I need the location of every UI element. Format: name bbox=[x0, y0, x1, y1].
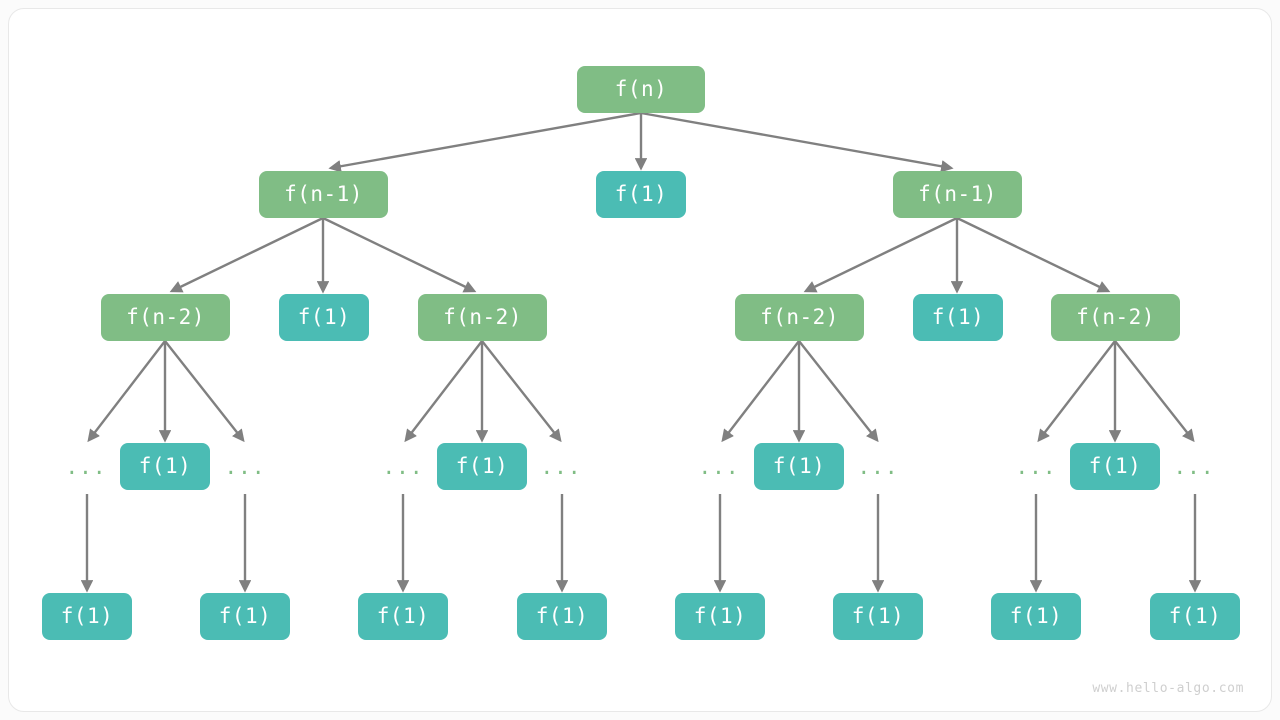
edge-n6-to-e3 bbox=[481, 340, 562, 443]
edge-n0-to-n1 bbox=[328, 111, 642, 173]
edge-n1-to-n6 bbox=[322, 216, 477, 293]
tree-node-n9: f(n-2) bbox=[1051, 294, 1180, 341]
edge-n7-to-e5 bbox=[798, 340, 879, 443]
edge-n9-to-e6 bbox=[1037, 340, 1116, 443]
tree-ellipsis-e6: ... bbox=[1015, 454, 1057, 479]
tree-node-n7: f(n-2) bbox=[735, 294, 864, 341]
tree-node-n15: f(1) bbox=[200, 593, 290, 640]
tree-ellipsis-e3: ... bbox=[540, 454, 582, 479]
edge-n6-to-e2 bbox=[404, 340, 483, 443]
edge-n1-to-n4 bbox=[169, 216, 324, 293]
tree-ellipsis-e1: ... bbox=[224, 454, 266, 479]
tree-node-n1: f(n-1) bbox=[259, 171, 388, 218]
tree-node-n21: f(1) bbox=[1150, 593, 1240, 640]
edge-n7-to-e4 bbox=[721, 340, 800, 443]
tree-node-n3: f(n-1) bbox=[893, 171, 1022, 218]
tree-ellipsis-e2: ... bbox=[382, 454, 424, 479]
tree-node-n13: f(1) bbox=[1070, 443, 1160, 490]
edge-n3-to-n7 bbox=[803, 216, 958, 293]
edge-n0-to-n3 bbox=[640, 111, 954, 173]
tree-node-n12: f(1) bbox=[754, 443, 844, 490]
watermark: www.hello-algo.com bbox=[1092, 681, 1244, 696]
tree-node-n4: f(n-2) bbox=[101, 294, 230, 341]
edge-n4-to-e1 bbox=[164, 340, 245, 443]
tree-node-n6: f(n-2) bbox=[418, 294, 547, 341]
edge-n9-to-e7 bbox=[1114, 340, 1195, 443]
tree-node-n8: f(1) bbox=[913, 294, 1003, 341]
tree-ellipsis-e7: ... bbox=[1173, 454, 1215, 479]
tree-node-n19: f(1) bbox=[833, 593, 923, 640]
edge-n3-to-n9 bbox=[956, 216, 1111, 293]
tree-node-n17: f(1) bbox=[517, 593, 607, 640]
tree-ellipsis-e5: ... bbox=[857, 454, 899, 479]
tree-ellipsis-e4: ... bbox=[698, 454, 740, 479]
tree-node-n14: f(1) bbox=[42, 593, 132, 640]
tree-ellipsis-e0: ... bbox=[65, 454, 107, 479]
tree-node-n16: f(1) bbox=[358, 593, 448, 640]
tree-node-n10: f(1) bbox=[120, 443, 210, 490]
tree-node-n18: f(1) bbox=[675, 593, 765, 640]
tree-node-n2: f(1) bbox=[596, 171, 686, 218]
tree-node-n11: f(1) bbox=[437, 443, 527, 490]
tree-node-n0: f(n) bbox=[577, 66, 705, 113]
edge-group bbox=[80, 111, 1202, 593]
tree-node-n5: f(1) bbox=[279, 294, 369, 341]
tree-node-n20: f(1) bbox=[991, 593, 1081, 640]
edge-n4-to-e0 bbox=[87, 340, 166, 443]
